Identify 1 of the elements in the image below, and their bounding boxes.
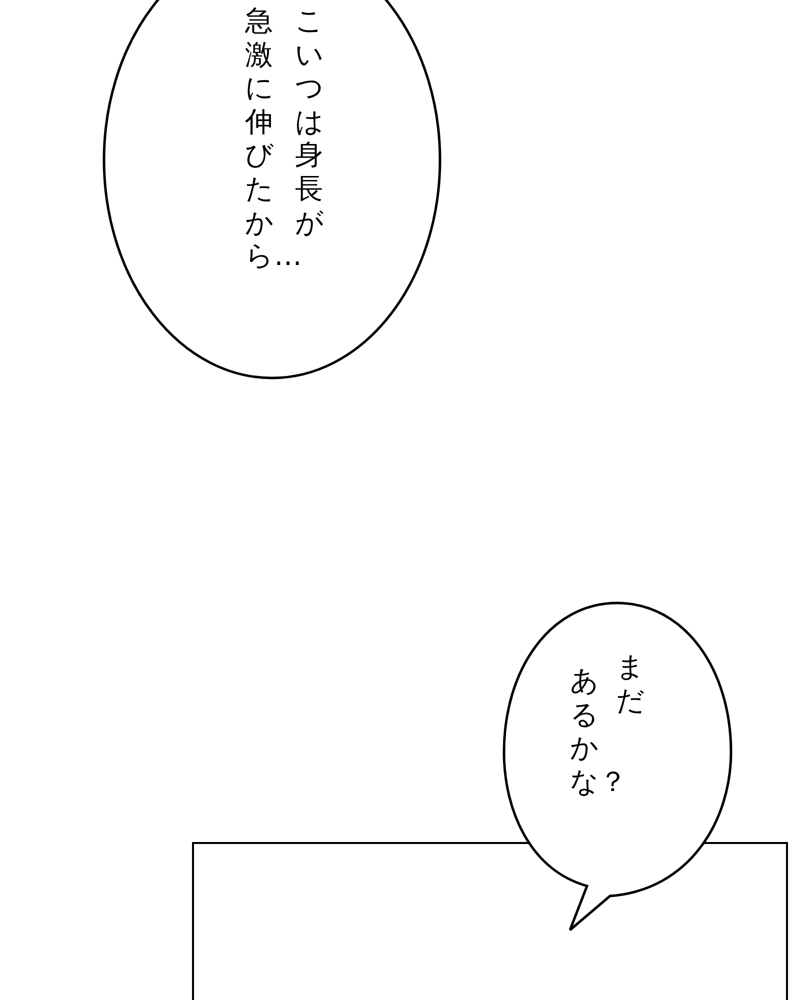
speech-text: こいつは身長が急激に伸びたから…: [245, 4, 323, 273]
